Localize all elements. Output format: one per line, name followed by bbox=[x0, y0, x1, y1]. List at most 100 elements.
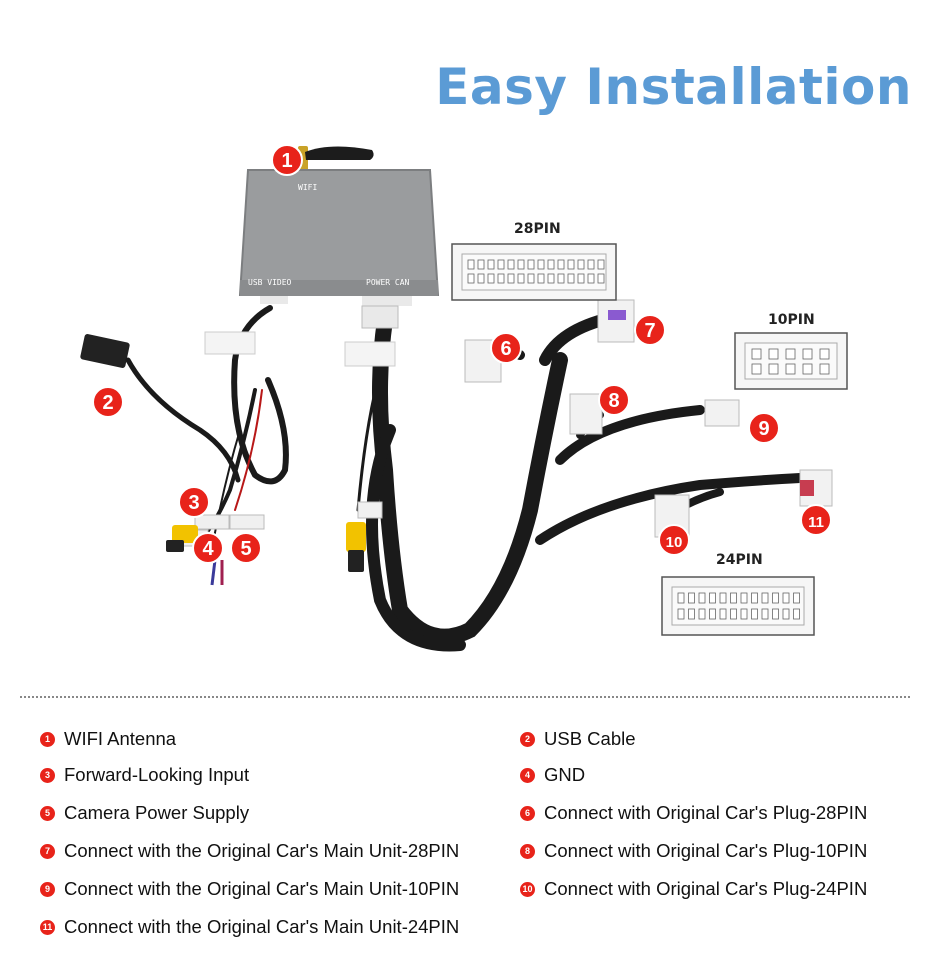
pin-diagram-28: 28PIN bbox=[451, 221, 617, 301]
pin-slot bbox=[698, 608, 706, 620]
pin-slot bbox=[709, 592, 716, 604]
pin-slot bbox=[487, 273, 495, 284]
legend-text: GND bbox=[544, 764, 586, 785]
pin-slot bbox=[547, 259, 555, 270]
legend-number-badge: 10 bbox=[520, 881, 535, 897]
legend-number-badge: 2 bbox=[520, 731, 535, 747]
pin-slot bbox=[527, 273, 535, 284]
legend-item-6: 6 Connect with Original Car's Plug-28PIN bbox=[520, 802, 867, 824]
pin-slot bbox=[768, 348, 779, 360]
legend-text: WIFI Antenna bbox=[64, 728, 177, 749]
legend-text: Connect with Original Car's Plug-28PIN bbox=[544, 802, 868, 823]
pin-slot bbox=[719, 592, 727, 604]
callout-badge-11: 11 bbox=[800, 504, 832, 536]
pin-slot bbox=[467, 259, 475, 270]
callout-badge-number: 7 bbox=[644, 320, 655, 342]
legend-number-badge: 11 bbox=[40, 919, 55, 935]
pin-slot bbox=[802, 348, 813, 360]
pin-slot bbox=[527, 259, 535, 270]
callout-badge-number: 1 bbox=[281, 150, 292, 172]
pin-slot bbox=[557, 273, 565, 284]
legend-number-badge: 4 bbox=[520, 767, 535, 783]
callout-badge-number: 10 bbox=[666, 534, 683, 551]
pin-slot bbox=[567, 273, 575, 284]
pin-slot bbox=[487, 259, 495, 270]
harness-plugs bbox=[464, 299, 833, 538]
pin-slot bbox=[740, 608, 748, 620]
legend-item-7: 7 Connect with the Original Car's Main Un… bbox=[40, 840, 459, 862]
usb-video-port-label: USB VIDEO bbox=[248, 278, 292, 287]
pin-label-10: 10PIN bbox=[768, 312, 815, 328]
callout-badge-number: 9 bbox=[758, 418, 769, 440]
pin-slot bbox=[761, 592, 769, 604]
callout-badge-number: 3 bbox=[188, 492, 199, 514]
pin-slot bbox=[597, 259, 605, 270]
usb-cable bbox=[80, 305, 289, 561]
legend-text: Camera Power Supply bbox=[64, 802, 250, 823]
pin-slot bbox=[557, 259, 565, 270]
legend-text: USB Cable bbox=[544, 728, 636, 749]
pin-diagram-10: 10PIN bbox=[734, 312, 848, 390]
pin-slot bbox=[497, 273, 505, 284]
pin-label-24: 24PIN bbox=[716, 552, 763, 568]
wifi-port-label: WIFI bbox=[298, 183, 317, 192]
pin-slot bbox=[719, 608, 727, 620]
legend-number-badge: 3 bbox=[40, 767, 55, 783]
pin-slot bbox=[730, 608, 737, 620]
callout-badge-number: 8 bbox=[608, 390, 619, 412]
legend-text: Connect with Original Car's Plug-10PIN bbox=[544, 840, 868, 861]
pin-slot bbox=[477, 259, 485, 270]
pin-slot bbox=[730, 592, 737, 604]
pin-slot bbox=[537, 259, 545, 270]
pin-slot bbox=[577, 259, 585, 270]
pin-slot bbox=[497, 259, 505, 270]
legend-item-10: 10 Connect with Original Car's Plug-24PIN bbox=[520, 878, 867, 900]
pin-slot bbox=[467, 273, 475, 284]
pin-slot bbox=[477, 273, 485, 284]
pin-slot bbox=[793, 592, 800, 604]
legend-number-badge: 1 bbox=[40, 731, 55, 747]
legend-number-badge: 8 bbox=[520, 843, 535, 859]
pin-slot bbox=[507, 259, 515, 270]
pin-slot bbox=[517, 259, 525, 270]
pin-slot bbox=[740, 592, 748, 604]
pin-slot bbox=[709, 608, 716, 620]
pin-slot bbox=[567, 259, 575, 270]
pin-slot bbox=[785, 348, 796, 360]
legend-text: Connect with Original Car's Plug-24PIN bbox=[544, 878, 868, 899]
callout-badge-number: 4 bbox=[202, 538, 214, 560]
legend-item-11: 11 Connect with the Original Car's Main U… bbox=[40, 916, 459, 938]
legend-item-4: 4 GND bbox=[520, 764, 585, 786]
legend-number-badge: 5 bbox=[40, 805, 55, 821]
legend-text: Connect with the Original Car's Main Uni… bbox=[64, 916, 460, 937]
pin-slot bbox=[677, 592, 685, 604]
page-title: Easy Installation bbox=[435, 58, 912, 116]
legend-text: Connect with the Original Car's Main Uni… bbox=[64, 840, 460, 861]
pin-slot bbox=[793, 608, 800, 620]
legend-number-badge: 7 bbox=[40, 843, 55, 859]
callout-badge-6: 6 bbox=[490, 332, 522, 364]
forward-rca-connector bbox=[166, 525, 224, 586]
pin-slot bbox=[688, 592, 695, 604]
callout-badge-1: 1 bbox=[271, 144, 303, 176]
callout-badge-number: 2 bbox=[102, 392, 113, 414]
pin-slot bbox=[751, 363, 762, 375]
callout-badge-number: 6 bbox=[500, 338, 511, 360]
pin-slot bbox=[597, 273, 605, 284]
pin-slot bbox=[537, 273, 545, 284]
pin-slot bbox=[802, 363, 813, 375]
callout-badge-2: 2 bbox=[92, 386, 124, 418]
pin-diagram-24: 24PIN bbox=[661, 552, 815, 636]
pin-slot bbox=[761, 608, 769, 620]
callout-badge-9: 9 bbox=[748, 412, 780, 444]
main-harness bbox=[344, 305, 805, 652]
pin-slot bbox=[772, 608, 779, 620]
legend-number-badge: 6 bbox=[520, 805, 535, 821]
power-can-port-label: POWER CAN bbox=[366, 278, 410, 287]
pin-slot bbox=[688, 608, 695, 620]
divider bbox=[20, 696, 910, 698]
installation-diagram: WIFI USB VIDEO POWER CAN bbox=[80, 144, 848, 652]
